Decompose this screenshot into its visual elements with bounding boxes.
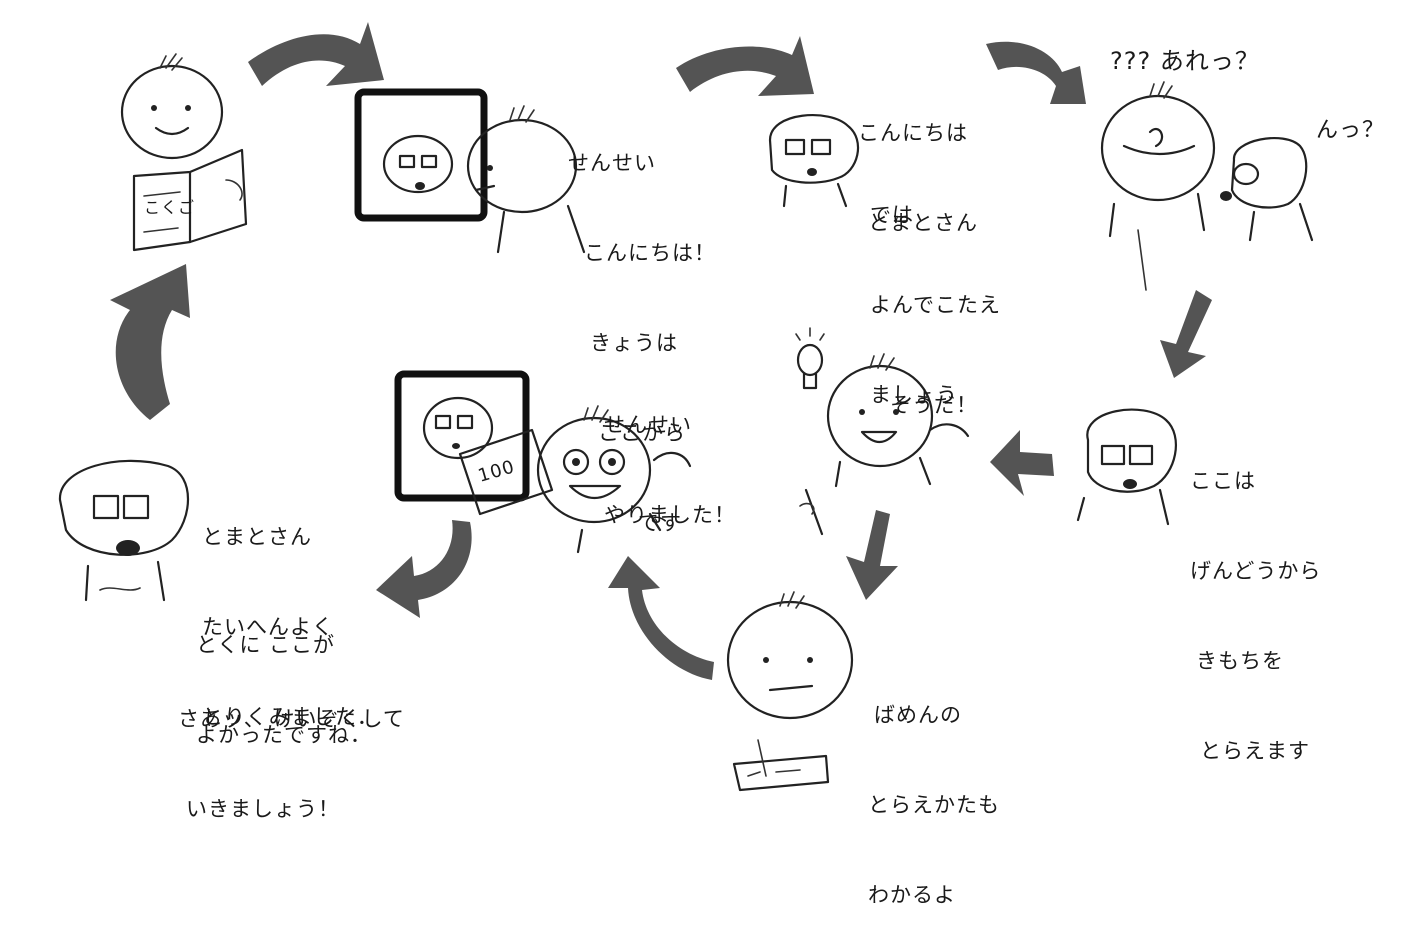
comic-diagram: こくご せんせい こんにちは！ きょうは ここから です こんにちは とまとさん…: [58, 22, 1386, 907]
arrow-7-to-8: [608, 556, 714, 680]
p2-line-3: きょうは: [590, 331, 678, 355]
p3-line-5: ましょう: [870, 383, 958, 407]
light-bulb-icon: [795, 327, 825, 390]
arrow-3-to-4: [986, 41, 1086, 104]
p9-line-5: よかったですね．: [196, 723, 372, 747]
p7-speech: ばめんの とらえかたも わかるよ: [868, 640, 1000, 940]
p2-speech: せんせい こんにちは！ きょうは ここから です: [568, 88, 716, 568]
arrow-1-to-2: [248, 22, 384, 86]
tomato-idea: [826, 353, 970, 488]
p7-line-2: とらえかたも: [868, 793, 1000, 817]
p5-line-4: とらえます: [1200, 739, 1310, 763]
book-label: こくご: [144, 198, 196, 217]
p9-speech-b: とくに ここが よかったですね．: [196, 570, 372, 780]
p6-line-1: そうだ！: [890, 393, 978, 417]
teacher-explaining: [1076, 408, 1177, 526]
teacher-talking: [768, 114, 859, 208]
p2-line-2: こんにちは！: [584, 241, 716, 265]
p5-speech: ここは げんどうから きもちを とらえます: [1190, 406, 1321, 796]
arrow-6-to-7: [846, 510, 898, 600]
teacher-praising: [58, 459, 189, 602]
arrow-2-to-3: [676, 36, 814, 96]
p3-line-3: では: [870, 203, 914, 227]
comic-drawing: [58, 22, 1314, 792]
pencil-icon: [799, 488, 824, 536]
arrow-4-to-5: [1160, 290, 1212, 378]
p9-line-7: いきましょう！: [186, 797, 340, 821]
p7-line-1: ばめんの: [874, 703, 962, 727]
p3-line-1: こんにちは: [858, 121, 968, 145]
p4-speech-left: ??? あれっ？: [1110, 47, 1260, 75]
p5-line-2: げんどうから: [1190, 559, 1322, 583]
monitor-teacher-2: [394, 370, 530, 502]
p9-line-3: とりくみました．: [202, 705, 379, 729]
p8-line-1: せんせい: [604, 413, 692, 437]
p9-line-1: とまとさん: [202, 525, 312, 549]
p2-line-5: です: [638, 511, 682, 535]
teacher-puzzled: [1220, 137, 1314, 242]
p8-line-2: やりました！: [604, 503, 736, 527]
tomato-greeting: [466, 105, 586, 254]
p9-line-4: とくに ここが: [196, 633, 336, 657]
tomato-writing: [726, 591, 854, 792]
arrow-8-to-9: [376, 520, 472, 618]
tomato-happy: [536, 405, 692, 554]
p3-speech-a: こんにちは とまとさん: [858, 58, 978, 268]
p9-line-6: さあッ、 けいぞくして: [178, 707, 405, 731]
p2-line-4: ここから: [598, 421, 686, 445]
p7-line-3: わかるよ: [868, 883, 956, 907]
p3-line-2: とまとさん: [868, 211, 978, 235]
p5-line-3: きもちを: [1196, 649, 1284, 673]
p8-speech: せんせい やりました！: [604, 350, 736, 560]
p5-line-1: ここは: [1190, 469, 1256, 493]
arrow-5-to-6: [990, 430, 1054, 496]
arrow-9-to-1: [110, 264, 190, 420]
score-paper: [458, 428, 554, 516]
p3-line-4: よんでこたえ: [870, 293, 1001, 317]
p6-speech: そうだ！: [890, 330, 978, 450]
p9-speech-a: とまとさん たいへんよく とりくみました．: [202, 462, 379, 762]
p4-speech-right: んっ？: [1316, 118, 1386, 143]
tomato-confused: [1100, 81, 1216, 291]
p3-speech-b: では よんでこたえ ましょう: [870, 140, 1001, 440]
p9-line-2: たいへんよく: [202, 615, 334, 639]
p2-line-1: せんせい: [568, 151, 656, 175]
p9-speech-c: さあッ、 けいぞくして いきましょう！: [178, 644, 405, 854]
monitor-teacher: [354, 88, 488, 222]
tomato-reading-book: [120, 53, 248, 252]
